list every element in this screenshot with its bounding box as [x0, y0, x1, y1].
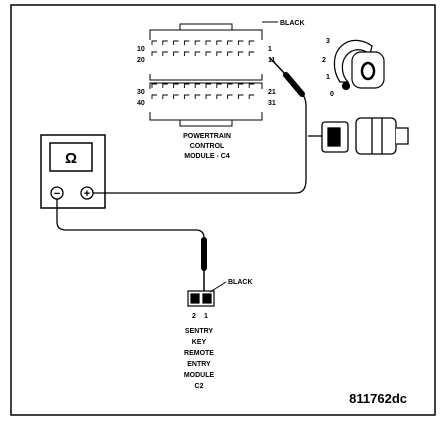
pcm-pin-cavity: [248, 51, 255, 56]
pcm-connector-bottom-tab: [179, 120, 233, 127]
pcm-pin-cavity: [173, 40, 179, 45]
pcm-connector-top-tab: [179, 23, 233, 30]
pcm-pin-cavity: [173, 94, 179, 99]
pcm-pin-label-1: 1: [268, 46, 272, 53]
connector-half-right: [355, 117, 397, 155]
pcm-connector-middle-bracket: [149, 74, 263, 81]
pcm-pin-cavity: [183, 51, 190, 56]
ignition-position-1: 1: [326, 74, 330, 81]
pcm-pin-cavity: [162, 94, 168, 99]
pcm-pin-cavity: [227, 40, 233, 45]
pcm-pin-rows: [151, 40, 255, 99]
pcm-connector-bottom-bracket: [149, 112, 263, 121]
pcm-pin-cavity: [173, 83, 179, 88]
diagram-frame: [10, 4, 436, 416]
pcm-pin-cavity: [248, 40, 255, 45]
skrem-label-line-1: SENTRY: [185, 328, 213, 335]
pcm-pin-cavity: [205, 40, 211, 45]
ignition-position-2: 2: [322, 57, 326, 64]
pcm-pin-cavity: [183, 94, 190, 99]
pcm-pin-cavity: [237, 94, 244, 99]
positive-probe: [269, 57, 305, 97]
skrem-label-line-6: C2: [195, 383, 204, 390]
ignition-key-hole: [360, 61, 376, 81]
skrem-pin-label-1: 1: [204, 313, 208, 320]
ignition-position-3: 3: [326, 38, 330, 45]
pcm-pin-cavity: [151, 94, 157, 99]
ignition-off-marker: [341, 81, 351, 91]
ignition-position-0: 0: [330, 91, 334, 98]
pcm-connector: [149, 23, 263, 127]
pcm-pin-cavity: [162, 51, 168, 56]
pcm-pin-cavity: [237, 83, 244, 88]
pcm-pin-cavity: [173, 51, 179, 56]
disconnected-connector: [308, 117, 409, 155]
pcm-pin-cavity: [216, 83, 222, 88]
pcm-pin-cavity: [216, 94, 222, 99]
pcm-label-line-1: POWERTRAIN: [183, 133, 231, 140]
pcm-label-line-2: CONTROL: [190, 143, 225, 150]
pcm-pin-cavity: [237, 40, 244, 45]
skrem-cavity-2: [190, 293, 200, 304]
skrem-pin-label-2: 2: [192, 313, 196, 320]
pcm-pin-cavity: [183, 40, 190, 45]
pcm-connector-top-bracket: [149, 29, 263, 40]
ohm-symbol: Ω: [65, 150, 77, 167]
pcm-pin-cavity: [162, 83, 168, 88]
negative-symbol: −: [54, 188, 60, 200]
pcm-pin-cavity: [194, 40, 201, 45]
pcm-pin-cavity: [205, 83, 211, 88]
skrem-cavity-1: [202, 293, 212, 304]
pcm-pin-cavity: [194, 94, 201, 99]
skrem-label-line-5: MODULE: [184, 372, 215, 379]
skrem-label-line-2: KEY: [192, 339, 207, 346]
pcm-pin-cavity: [237, 51, 244, 56]
skrem-connector: [187, 290, 215, 307]
pcm-pin-cavity: [162, 40, 168, 45]
pcm-pin-label-20: 20: [137, 57, 145, 64]
pcm-pin-cavity: [151, 40, 157, 45]
positive-symbol: +: [84, 188, 90, 200]
pcm-pin-label-10: 10: [137, 46, 145, 53]
figure-id: 811762dc: [349, 391, 407, 406]
pcm-wire-color-label: BLACK: [280, 20, 305, 27]
pcm-pin-cavity: [216, 40, 222, 45]
pcm-pin-label-30: 30: [137, 89, 145, 96]
pcm-pin-cavity: [205, 51, 211, 56]
ignition-switch: [333, 39, 385, 91]
pcm-pin-cavity: [183, 83, 190, 88]
pcm-pin-cavity: [205, 94, 211, 99]
pcm-pin-cavity: [194, 83, 201, 88]
pcm-pin-label-40: 40: [137, 100, 145, 107]
pcm-pin-cavity: [227, 94, 233, 99]
negative-test-lead: [56, 199, 205, 240]
pcm-pin-cavity: [248, 83, 255, 88]
pcm-label-line-3: MODULE - C4: [184, 153, 230, 160]
positive-test-lead: [93, 93, 307, 194]
ignition-key-head: [351, 51, 385, 89]
pcm-pin-cavity: [216, 51, 222, 56]
skrem-label-line-3: REMOTE: [184, 350, 214, 357]
pcm-connector-middle-bracket-lower: [149, 82, 263, 89]
skrem-label-line-4: ENTRY: [187, 361, 211, 368]
pcm-pin-label-21: 21: [268, 89, 276, 96]
pcm-pin-label-31: 31: [268, 100, 276, 107]
skrem-wire-color-label: BLACK: [228, 279, 253, 286]
ohmmeter: [40, 134, 106, 209]
pcm-pin-cavity: [194, 51, 201, 56]
ohmmeter-display: [49, 142, 93, 172]
pcm-pin-cavity: [227, 83, 233, 88]
pcm-pin-cavity: [151, 51, 157, 56]
pcm-pin-cavity: [151, 83, 157, 88]
pcm-pin-cavity: [248, 94, 255, 99]
skrem-wire-callout-leader: [209, 281, 227, 293]
pcm-pin-cavity: [227, 51, 233, 56]
